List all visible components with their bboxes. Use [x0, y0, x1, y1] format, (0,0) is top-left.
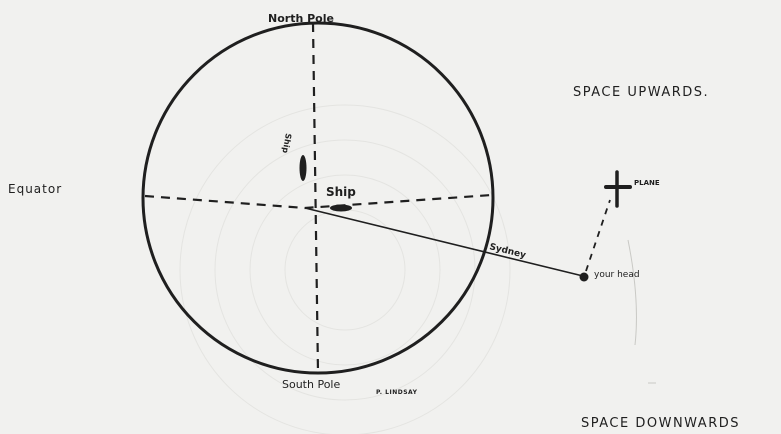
signature-label: P. LINDSAY — [376, 389, 418, 396]
your-head-dot — [580, 273, 589, 282]
equator-label: Equator — [8, 182, 62, 196]
ship-vertical-marker — [300, 155, 307, 181]
meridian-line — [313, 23, 318, 373]
faint-pencil-marks — [628, 240, 656, 383]
background-rings — [180, 105, 510, 434]
ship-label: Ship — [326, 185, 356, 199]
space-downwards-label: SPACE DOWNWARDS — [581, 416, 740, 431]
ship-vertical-label: Ship — [281, 133, 293, 154]
ship-marker — [330, 205, 352, 212]
north-pole-label: North Pole — [268, 12, 334, 25]
your-head-label: your head — [594, 270, 640, 280]
head-to-plane-line — [586, 200, 610, 271]
space-upwards-label: SPACE UPWARDS. — [573, 85, 709, 100]
sightline-to-head — [305, 208, 583, 276]
south-pole-label: South Pole — [282, 378, 340, 391]
plane-label: PLANE — [634, 179, 660, 187]
